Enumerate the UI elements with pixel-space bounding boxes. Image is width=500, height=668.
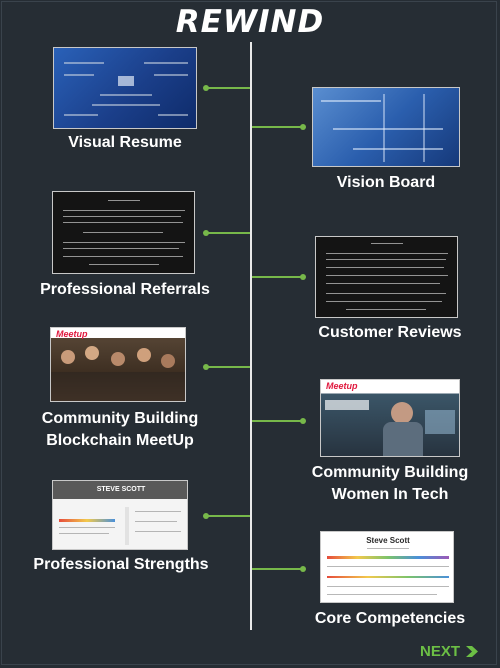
timeline-spine (250, 42, 252, 630)
competencies-name: Steve Scott (366, 536, 410, 545)
caption-visual-resume[interactable]: Visual Resume (68, 134, 182, 151)
caption-blockchain-meetup[interactable]: Community Building Blockchain MeetUp (41, 410, 199, 449)
connector-women-in-tech (252, 420, 304, 422)
professional-strengths-thumbnail[interactable]: STEVE SCOTT (52, 480, 188, 550)
strengths-header: STEVE SCOTT (53, 481, 187, 499)
connector-dot (203, 85, 209, 91)
connector-dot (300, 124, 306, 130)
meetup-logo: Meetup (56, 329, 88, 339)
connector-professional-strengths (206, 515, 250, 517)
connector-dot (203, 513, 209, 519)
page-title: REWIND (175, 4, 325, 40)
connector-dot (300, 418, 306, 424)
connector-dot (203, 364, 209, 370)
caption-professional-referrals[interactable]: Professional Referrals (40, 281, 210, 298)
chevron-right-icon (466, 646, 480, 657)
connector-visual-resume (206, 87, 250, 89)
connector-dot (300, 274, 306, 280)
connector-professional-referrals (206, 232, 250, 234)
visual-resume-thumbnail[interactable] (53, 47, 197, 129)
blockchain-meetup-thumbnail[interactable]: Meetup (50, 327, 186, 402)
connector-blockchain-meetup (206, 366, 250, 368)
caption-women-in-tech[interactable]: Community Building Women In Tech (311, 464, 469, 503)
connector-dot (300, 566, 306, 572)
core-competencies-thumbnail[interactable]: Steve Scott (320, 531, 454, 603)
caption-customer-reviews[interactable]: Customer Reviews (318, 324, 462, 341)
vision-board-thumbnail[interactable] (312, 87, 460, 167)
professional-referrals-thumbnail[interactable] (52, 191, 195, 274)
next-button[interactable]: NEXT (420, 643, 480, 660)
caption-vision-board[interactable]: Vision Board (336, 174, 436, 191)
caption-core-competencies[interactable]: Core Competencies (314, 610, 466, 627)
connector-core-competencies (252, 568, 304, 570)
connector-customer-reviews (252, 276, 304, 278)
connector-dot (203, 230, 209, 236)
meetup-logo: Meetup (326, 381, 358, 391)
caption-professional-strengths[interactable]: Professional Strengths (33, 556, 209, 573)
next-label: NEXT (420, 643, 461, 660)
connector-vision-board (252, 126, 304, 128)
customer-reviews-thumbnail[interactable] (315, 236, 458, 318)
women-in-tech-thumbnail[interactable]: Meetup (320, 379, 460, 457)
